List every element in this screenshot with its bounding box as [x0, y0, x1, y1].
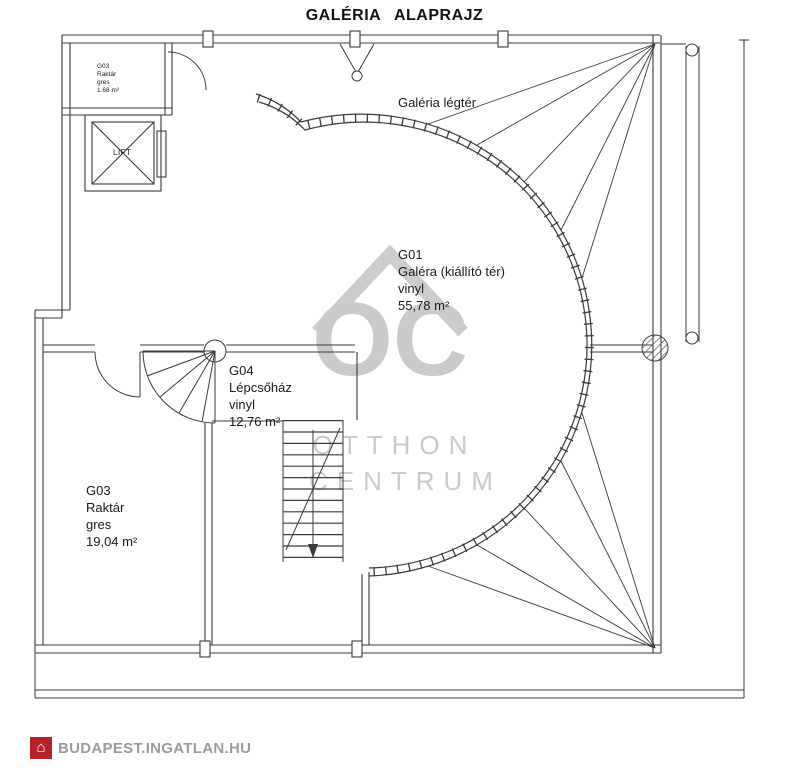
watermark-otthon-centrum: ÓC OTTHON CENTRUM [300, 244, 502, 504]
room-area: 55,78 m² [398, 298, 450, 313]
walls [34, 34, 662, 654]
watermark-line2: CENTRUM [309, 466, 502, 496]
room-code: G03 [86, 483, 111, 498]
void-sightlines [427, 43, 656, 649]
doors [94, 43, 375, 398]
room-label-g04: G04 Lépcsőház vinyl 12,76 m² [229, 362, 292, 430]
gallery-railing [255, 93, 594, 577]
room-label-g03-small: G03 Raktár gres 1.68 m² [97, 63, 119, 95]
staircase [142, 339, 344, 562]
room-code: G03 [97, 63, 110, 70]
room-material: gres [97, 79, 110, 86]
lift-shaft [84, 114, 167, 192]
room-material: vinyl [229, 397, 256, 412]
room-name: Raktár [86, 500, 125, 515]
room-code: G04 [229, 363, 254, 378]
room-name: Raktár [97, 71, 117, 78]
ingatlan-brand-text: BUDAPEST.INGATLAN.HU [58, 740, 252, 757]
room-name: Galéra (kiállító tér) [398, 264, 505, 279]
room-area: 12,76 m² [229, 414, 281, 429]
room-area: 1.68 m² [97, 87, 120, 94]
room-area: 19,04 m² [86, 534, 138, 549]
structure-misc [34, 39, 749, 699]
column-markers [199, 30, 509, 658]
watermark-monogram: ÓC [312, 282, 468, 398]
room-label-g03-large: G03 Raktár gres 19,04 m² [86, 482, 137, 550]
ingatlan-logo-icon: ⌂ [30, 737, 52, 759]
room-material: gres [86, 517, 112, 532]
room-code: G01 [398, 247, 423, 262]
void-label: Galéria légtér [398, 95, 477, 110]
page-title: GALÉRIA ALAPRAJZ [305, 7, 484, 24]
lift-label: LIFT [113, 148, 132, 157]
room-name: Lépcsőház [229, 380, 292, 395]
room-label-g01: G01 Galéra (kiállító tér) vinyl 55,78 m² [398, 246, 505, 314]
watermark-roof-icon [312, 244, 468, 336]
room-material: vinyl [398, 281, 425, 296]
